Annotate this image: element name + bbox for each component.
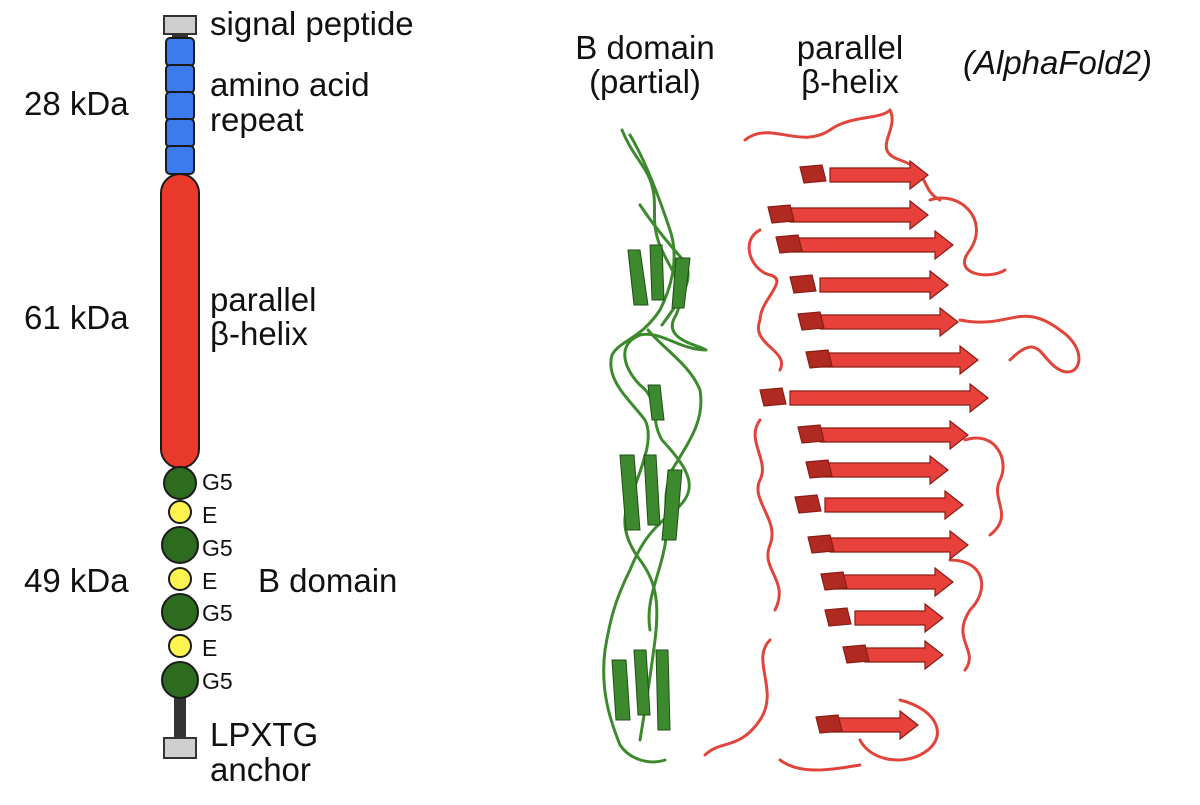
beta-strand-arrow: [829, 159, 929, 191]
side-strand-fragment: [805, 349, 833, 369]
beta-strand-arrow: [829, 709, 919, 741]
beta-strand-arrow: [834, 566, 954, 598]
side-strand-fragment: [805, 459, 833, 479]
repeat-label-line1: amino acid: [210, 66, 370, 103]
subdomain-label-g5: G5: [202, 600, 233, 626]
helix-label-line2: β-helix: [210, 315, 308, 352]
alphafold-label: (AlphaFold2): [963, 44, 1152, 81]
mass-helix-label: 61 kDa: [24, 299, 129, 336]
side-strand-fragment: [767, 204, 795, 224]
b-domain-beads: [161, 466, 199, 699]
subdomain-label-e: E: [202, 502, 218, 528]
helix-structure-title-line1: parallel: [796, 29, 904, 66]
side-strand-fragment: [797, 311, 825, 331]
side-strand-fragment: [807, 534, 835, 554]
subdomain-label-e: E: [202, 635, 218, 661]
beta-strand-arrow: [789, 382, 989, 414]
subdomain-label-g5: G5: [202, 535, 233, 561]
mass-bdomain-label: 49 kDa: [24, 562, 129, 599]
side-strand-fragment: [824, 607, 852, 627]
lpxtg-anchor-block: [163, 737, 197, 759]
beta-strand-arrow: [854, 602, 944, 634]
helix-label-line1: parallel: [210, 281, 317, 318]
subdomain-label-g5: G5: [202, 668, 233, 694]
bdomain-structure-title-line2: (partial): [589, 63, 701, 100]
mass-repeat-label: 28 kDa: [24, 85, 129, 122]
beta-strand-arrow: [789, 229, 954, 261]
subdomain-label-g5: G5: [202, 469, 233, 495]
side-strand-fragment: [815, 714, 843, 734]
bdomain-structure-title-line1: B domain: [575, 29, 715, 66]
repeat-label-line2: repeat: [210, 101, 304, 138]
side-strand-fragment: [794, 494, 822, 514]
subdomain-label-e: E: [202, 568, 218, 594]
beta-strand-arrow: [819, 269, 949, 301]
side-strand-fragment: [789, 274, 817, 294]
side-strand-fragment: [797, 424, 825, 444]
amino-acid-repeat-blocks: [165, 37, 195, 175]
beta-strand-arrow: [819, 306, 959, 338]
beta-strand-arrow: [819, 419, 969, 451]
beta-strand-arrow: [819, 454, 949, 486]
beta-strand-arrow: [789, 199, 929, 231]
stalk-line: [174, 690, 186, 740]
beta-strand-arrow: [829, 529, 969, 561]
side-strand-fragment: [775, 234, 803, 254]
side-strand-fragment: [799, 164, 827, 184]
helix-structure-title-line2: β-helix: [801, 63, 899, 100]
anchor-label-line1: LPXTG: [210, 716, 319, 753]
side-strand-fragment: [820, 571, 848, 591]
beta-strand-arrow: [819, 344, 979, 376]
signal-peptide-label: signal peptide: [210, 5, 414, 42]
side-strand-fragment: [842, 644, 870, 664]
beta-strand-arrow: [824, 489, 964, 521]
beta-strand-arrow: [864, 639, 944, 671]
side-strand-fragment: [759, 387, 787, 407]
bdomain-label: B domain: [258, 562, 398, 599]
anchor-label-line2: anchor: [210, 751, 311, 788]
